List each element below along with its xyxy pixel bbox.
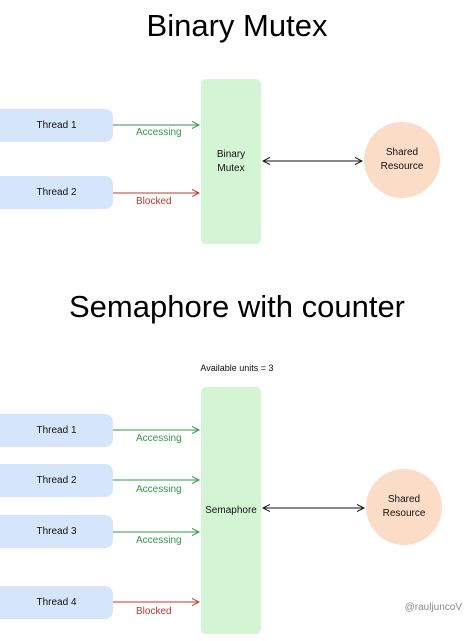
semaphore-title: Semaphore with counter <box>68 289 406 324</box>
semaphore-thread-2: Thread 2 <box>0 464 113 497</box>
semaphore-resource-line-2: Resource <box>382 508 426 519</box>
mutex-box-line-1: Binary <box>216 148 246 160</box>
mutex-box-line-2: Mutex <box>217 162 245 174</box>
semaphore-thread-4: Thread 4 <box>0 586 113 619</box>
semaphore-thread-3-label: Thread 3 <box>36 526 77 537</box>
mutex-thread-2-status: Blocked <box>136 196 172 207</box>
semaphore-thread-4-label: Thread 4 <box>36 597 77 608</box>
semaphore-thread-2-label: Thread 2 <box>36 475 77 486</box>
mutex-thread-1-label: Thread 1 <box>36 120 77 131</box>
semaphore-thread-4-status: Blocked <box>136 606 172 617</box>
mutex-resource-line-1: Shared <box>385 147 419 158</box>
author-credit: @rauljuncoV <box>404 602 462 613</box>
semaphore-thread-3-status: Accessing <box>136 535 182 546</box>
mutex-resource-line-2: Resource <box>380 161 424 172</box>
semaphore-thread-3: Thread 3 <box>0 515 113 548</box>
semaphore-box: Semaphore <box>201 387 261 634</box>
mutex-thread-1-status: Accessing <box>136 127 182 138</box>
semaphore-shared-resource: Shared Resource <box>366 469 442 545</box>
semaphore-thread-1-status: Accessing <box>136 433 182 444</box>
mutex-thread-2: Thread 2 <box>0 176 113 209</box>
semaphore-box-label: Semaphore <box>205 504 257 516</box>
mutex-shared-resource: Shared Resource <box>364 122 440 198</box>
binary-mutex-box: Binary Mutex <box>201 79 261 244</box>
semaphore-thread-1-label: Thread 1 <box>36 425 77 436</box>
mutex-thread-2-label: Thread 2 <box>36 187 77 198</box>
semaphore-thread-1: Thread 1 <box>0 414 113 447</box>
mutex-thread-1: Thread 1 <box>0 109 113 142</box>
mutex-title: Binary Mutex <box>146 8 328 43</box>
semaphore-resource-line-1: Shared <box>387 494 421 505</box>
available-units-label: Available units = 3 <box>200 363 274 373</box>
semaphore-thread-2-status: Accessing <box>136 484 182 495</box>
